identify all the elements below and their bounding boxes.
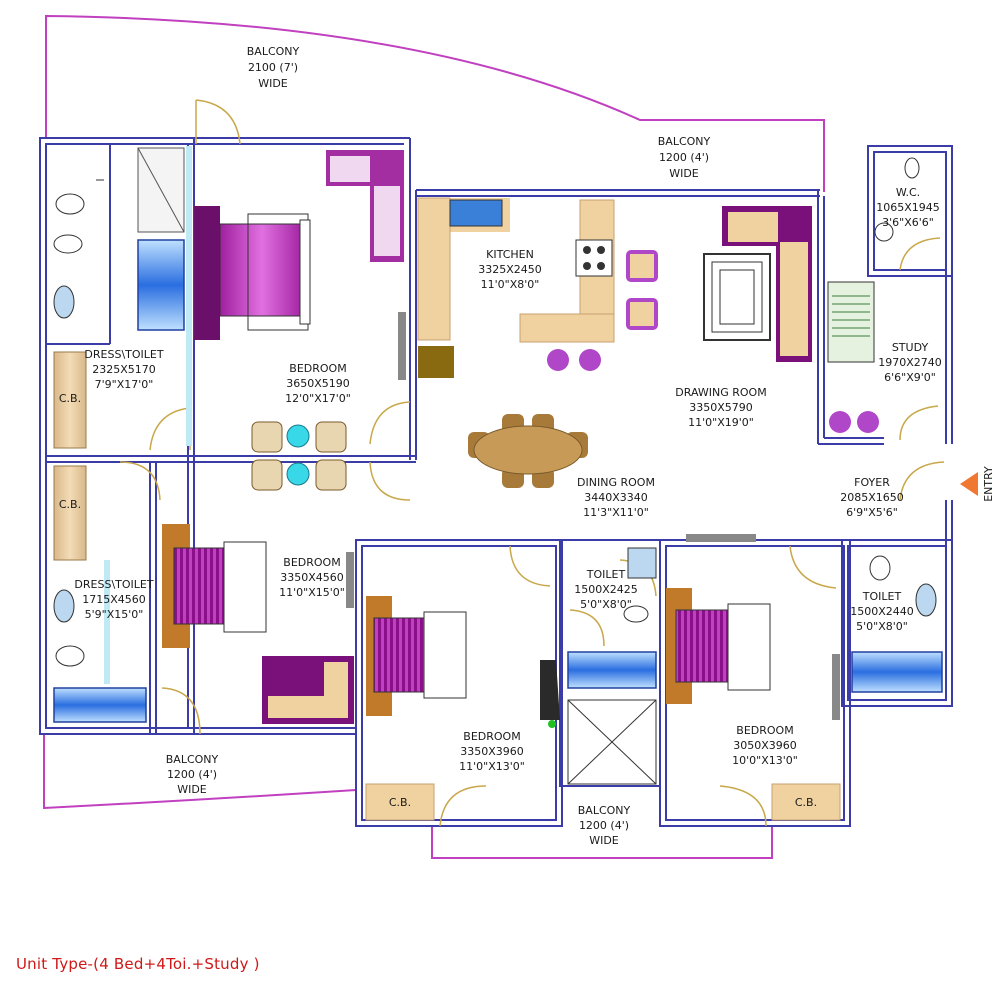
bedroom-2-metric: 3350X4560 bbox=[280, 571, 344, 584]
balcony-top-size: 2100 (7') bbox=[248, 61, 298, 74]
balcony-bottom-note: WIDE bbox=[589, 834, 619, 847]
master-bedroom-furniture bbox=[194, 150, 406, 380]
toilet-2-fixtures bbox=[851, 555, 943, 693]
dress-toilet-2-name: DRESS\TOILET bbox=[74, 578, 153, 591]
balcony-left-size: 1200 (4') bbox=[167, 768, 217, 781]
drawing-room-imperial: 11'0"X19'0" bbox=[688, 416, 754, 429]
entry-arrow-icon bbox=[960, 472, 978, 496]
dining-room-name: DINING ROOM bbox=[577, 476, 655, 489]
dress-toilet-1-imperial: 7'9"X17'0" bbox=[95, 378, 154, 391]
dining-table bbox=[468, 414, 588, 488]
bedroom-3-furniture bbox=[365, 596, 560, 821]
bedroom-1-imperial: 12'0"X17'0" bbox=[285, 392, 351, 405]
bedroom-4-furniture bbox=[666, 534, 841, 821]
walls bbox=[39, 137, 953, 827]
bedroom-2-furniture bbox=[162, 524, 354, 724]
balcony-mid-note: WIDE bbox=[669, 167, 699, 180]
bedroom-3-imperial: 11'0"X13'0" bbox=[459, 760, 525, 773]
study-metric: 1970X2740 bbox=[878, 356, 942, 369]
toilet-1-imperial: 5'0"X8'0" bbox=[580, 598, 632, 611]
toilet-1-fixtures bbox=[567, 547, 657, 785]
bedroom-3-metric: 3350X3960 bbox=[460, 745, 524, 758]
kitchen-metric: 3325X2450 bbox=[478, 263, 542, 276]
toilet-1-metric: 1500X2425 bbox=[574, 583, 638, 596]
room-labels: BALCONY 2100 (7') WIDE BALCONY 1200 (4')… bbox=[59, 45, 995, 847]
study-fixtures bbox=[827, 157, 920, 433]
dress-toilet-1-name: DRESS\TOILET bbox=[84, 348, 163, 361]
bedroom-2-imperial: 11'0"X15'0" bbox=[279, 586, 345, 599]
lounge-seating bbox=[251, 421, 347, 491]
drawing-room-name: DRAWING ROOM bbox=[675, 386, 766, 399]
foyer-imperial: 6'9"X5'6" bbox=[846, 506, 898, 519]
balcony-left-name: BALCONY bbox=[166, 753, 219, 766]
balcony-bottom-name: BALCONY bbox=[578, 804, 631, 817]
bedroom-1-metric: 3650X5190 bbox=[286, 377, 350, 390]
cb-label-1: C.B. bbox=[59, 392, 81, 405]
bedroom-3-name: BEDROOM bbox=[463, 730, 520, 743]
balcony-bottom-size: 1200 (4') bbox=[579, 819, 629, 832]
cb-label-2: C.B. bbox=[59, 498, 81, 511]
doors bbox=[119, 99, 945, 827]
wc-imperial: 3'6"X6'6" bbox=[882, 216, 934, 229]
balcony-mid-name: BALCONY bbox=[658, 135, 711, 148]
toilet-2-imperial: 5'0"X8'0" bbox=[856, 620, 908, 633]
toilet-2-name: TOILET bbox=[862, 590, 902, 603]
wc-metric: 1065X1945 bbox=[876, 201, 940, 214]
cb-label-4: C.B. bbox=[795, 796, 817, 809]
study-name: STUDY bbox=[892, 341, 929, 354]
foyer-metric: 2085X1650 bbox=[840, 491, 904, 504]
kitchen-fixtures bbox=[417, 197, 658, 378]
toilet-1-name: TOILET bbox=[586, 568, 626, 581]
drawing-room-furniture bbox=[703, 206, 812, 362]
drawing-room-metric: 3350X5790 bbox=[689, 401, 753, 414]
unit-type-caption: Unit Type-(4 Bed+4Toi.+Study ) bbox=[16, 955, 260, 973]
bedroom-4-metric: 3050X3960 bbox=[733, 739, 797, 752]
dress-toilet-1-metric: 2325X5170 bbox=[92, 363, 156, 376]
dress-toilet-2-metric: 1715X4560 bbox=[82, 593, 146, 606]
bedroom-4-name: BEDROOM bbox=[736, 724, 793, 737]
balcony-mid-size: 1200 (4') bbox=[659, 151, 709, 164]
bedroom-1-name: BEDROOM bbox=[289, 362, 346, 375]
entry-label: ENTRY bbox=[982, 466, 995, 502]
balcony-top-note: WIDE bbox=[258, 77, 288, 90]
balcony-top-name: BALCONY bbox=[247, 45, 300, 58]
balcony-railings bbox=[43, 14, 825, 859]
dining-room-imperial: 11'3"X11'0" bbox=[583, 506, 649, 519]
toilet-2-metric: 1500X2440 bbox=[850, 605, 914, 618]
dress-toilet-2-fixtures bbox=[53, 465, 147, 723]
wc-name: W.C. bbox=[896, 186, 920, 199]
cb-label-3: C.B. bbox=[389, 796, 411, 809]
dining-room-metric: 3440X3340 bbox=[584, 491, 648, 504]
dress-toilet-1-fixtures bbox=[53, 146, 192, 449]
balcony-left-note: WIDE bbox=[177, 783, 207, 796]
kitchen-name: KITCHEN bbox=[486, 248, 534, 261]
foyer-name: FOYER bbox=[854, 476, 890, 489]
kitchen-imperial: 11'0"X8'0" bbox=[481, 278, 540, 291]
bedroom-2-name: BEDROOM bbox=[283, 556, 340, 569]
bedroom-4-imperial: 10'0"X13'0" bbox=[732, 754, 798, 767]
dress-toilet-2-imperial: 5'9"X15'0" bbox=[85, 608, 144, 621]
study-imperial: 6'6"X9'0" bbox=[884, 371, 936, 384]
